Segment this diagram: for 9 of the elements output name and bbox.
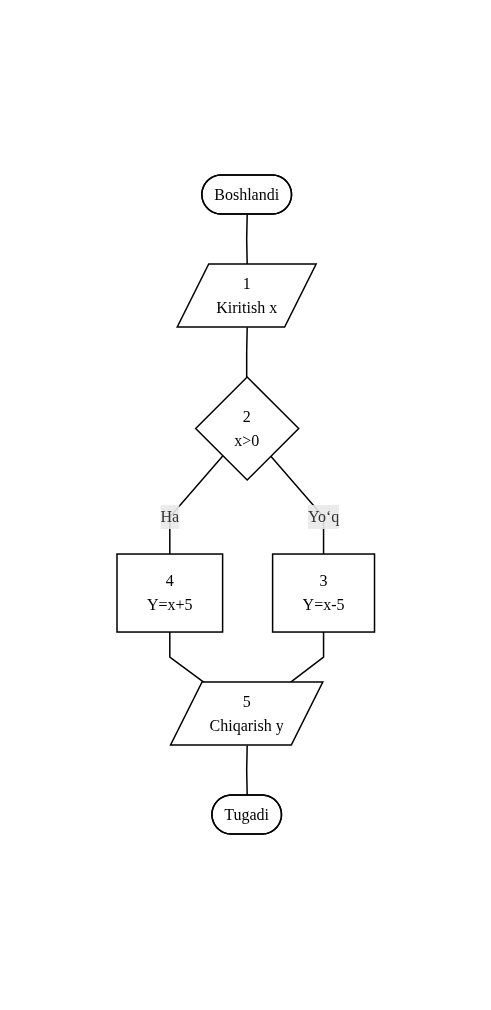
connector [168, 455, 224, 556]
node-box: 4 Y=x+5 [116, 553, 224, 634]
node-diamond: 2 x>0 [194, 376, 300, 482]
connector [245, 745, 248, 797]
edge-label: Yo‘q [307, 508, 339, 526]
node-box: 3 Y=x-5 [271, 553, 375, 634]
connector [168, 631, 205, 684]
edge-label: Ha [160, 508, 179, 526]
connector [245, 327, 248, 379]
